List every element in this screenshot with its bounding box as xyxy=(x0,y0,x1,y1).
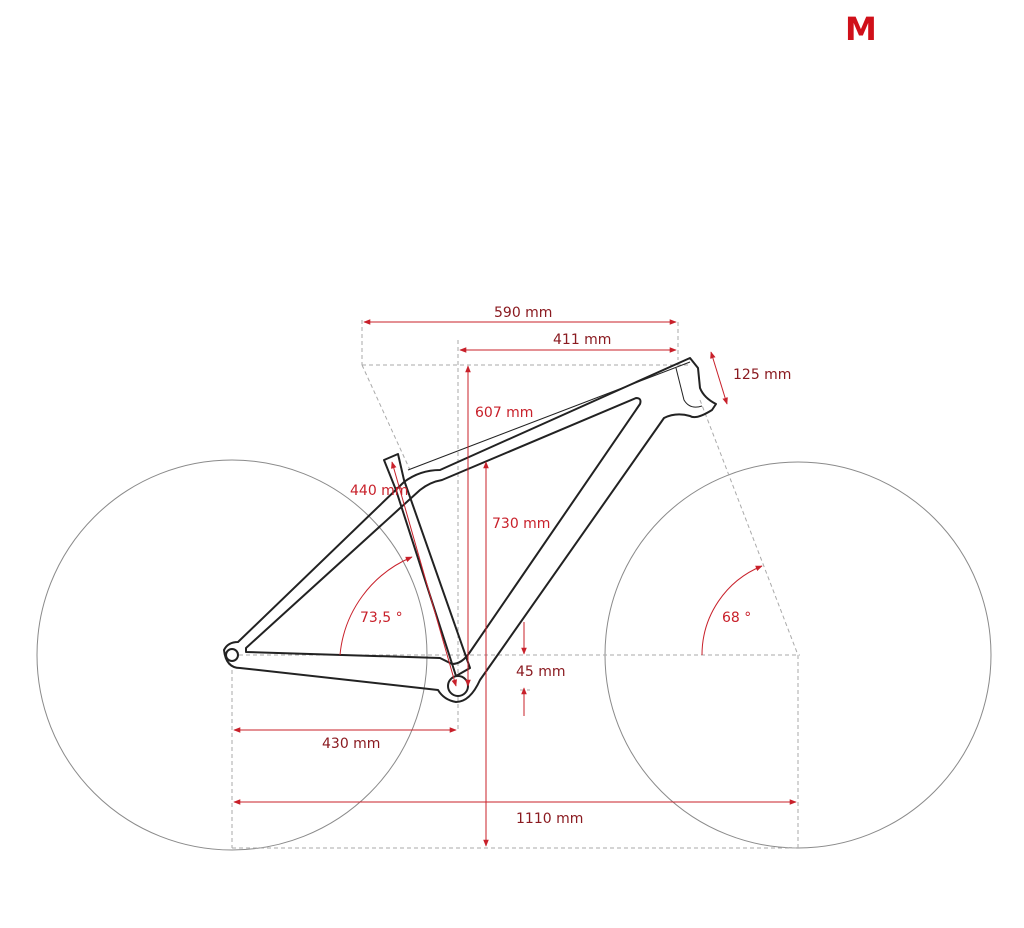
size-label: M xyxy=(845,10,877,48)
head-angle-label: 68 ° xyxy=(722,610,751,626)
bike-frame xyxy=(223,357,717,703)
seat-height-label: 730 mm xyxy=(492,516,550,532)
chainstay-label: 430 mm xyxy=(322,736,380,752)
reach-total-label: 590 mm xyxy=(494,305,552,321)
head-tube-label: 125 mm xyxy=(733,367,791,383)
top-reach-label: 411 mm xyxy=(553,332,611,348)
wheelbase-label: 1110 mm xyxy=(516,811,583,827)
bb-drop-label: 45 mm xyxy=(516,664,566,680)
dimension-lines xyxy=(233,319,797,847)
seat-angle-label: 73,5 ° xyxy=(360,610,403,626)
seat-tube-label: 440 mm xyxy=(350,483,408,499)
stack-label: 607 mm xyxy=(475,405,533,421)
